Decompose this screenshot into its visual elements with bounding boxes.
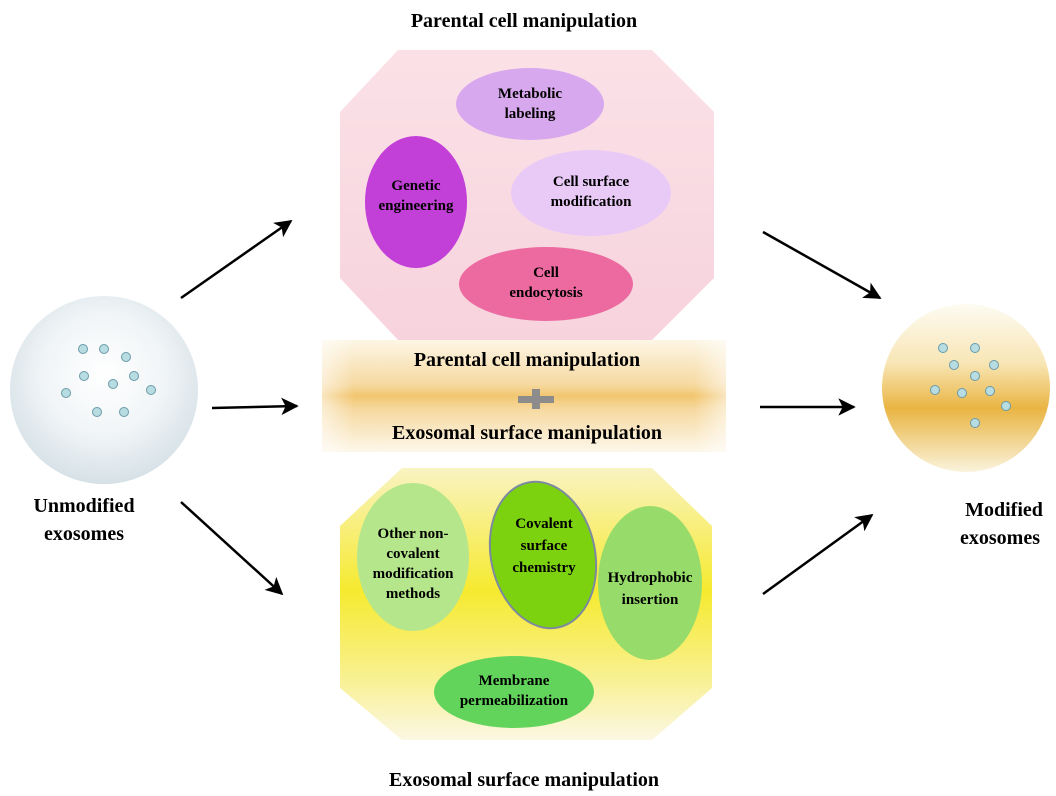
unmodified-vesicle	[92, 407, 102, 417]
modified-vesicles	[930, 343, 1011, 428]
cell-endocytosis-label-1: Cell	[533, 265, 559, 281]
unmodified-exosome-circle	[10, 296, 198, 484]
unmodified-vesicle	[99, 344, 109, 354]
modified-vesicle	[970, 343, 980, 353]
modified-exosome-circle	[882, 304, 1050, 472]
modified-label-1: Modified	[965, 499, 1043, 521]
arrow-to-surface	[180, 501, 284, 596]
unmodified-label-2: exosomes	[44, 523, 124, 545]
top-title: Parental cell manipulation	[411, 10, 637, 32]
metabolic-labeling-ellipse	[456, 68, 604, 140]
membrane-permeabilization-ellipse	[434, 656, 594, 728]
noncovalent-label-4: methods	[386, 586, 440, 602]
genetic-engineering-label-1: Genetic	[391, 178, 440, 194]
metabolic-labeling-label-2: labeling	[505, 106, 556, 122]
cell-surface-modification-label-1: Cell surface	[553, 174, 630, 190]
modified-vesicle	[985, 386, 995, 396]
genetic-engineering-ellipse	[365, 136, 467, 268]
unmodified-vesicle	[119, 407, 129, 417]
modified-label-2: exosomes	[960, 527, 1040, 549]
unmodified-vesicle	[108, 379, 118, 389]
arrow-parental-to-modified	[762, 230, 882, 300]
band-parental-label: Parental cell manipulation	[414, 349, 640, 371]
modified-vesicle	[938, 343, 948, 353]
unmodified-vesicle	[146, 385, 156, 395]
covalent-chemistry-ellipse	[488, 480, 598, 630]
noncovalent-methods-ellipse	[357, 483, 469, 631]
arrow-to-combined	[211, 397, 299, 416]
hydrophobic-label-1: Hydrophobic	[608, 570, 693, 586]
cell-endocytosis-label-2: endocytosis	[509, 285, 583, 301]
unmodified-vesicle	[78, 344, 88, 354]
noncovalent-label-3: modification	[373, 566, 454, 582]
cell-surface-modification-label-2: modification	[551, 194, 632, 210]
cell-surface-modification-ellipse	[511, 150, 671, 236]
membrane-label-2: permeabilization	[460, 693, 569, 709]
modified-vesicle	[1001, 401, 1011, 411]
modified-vesicle	[957, 388, 967, 398]
covalent-label-3: chemistry	[512, 560, 576, 576]
modified-vesicle	[970, 418, 980, 428]
covalent-label-1: Covalent	[515, 516, 573, 532]
modified-vesicle	[970, 371, 980, 381]
genetic-engineering-label-2: engineering	[379, 198, 454, 214]
hydrophobic-insertion-ellipse	[598, 506, 702, 660]
hydrophobic-label-2: insertion	[622, 592, 679, 608]
unmodified-vesicle	[129, 371, 139, 381]
cell-endocytosis-ellipse	[459, 247, 633, 321]
unmodified-vesicle	[61, 388, 71, 398]
covalent-label-2: surface	[521, 538, 568, 554]
noncovalent-label-1: Other non-	[378, 526, 449, 542]
unmodified-label-1: Unmodified	[33, 495, 134, 517]
band-surface-label: Exosomal surface manipulation	[392, 422, 662, 444]
modified-vesicle	[949, 360, 959, 370]
noncovalent-label-2: covalent	[386, 546, 439, 562]
arrow-surface-to-modified	[762, 513, 874, 596]
modified-vesicle	[930, 385, 940, 395]
unmodified-vesicle	[79, 371, 89, 381]
plus-sign-vertical	[532, 389, 540, 409]
unmodified-vesicles	[61, 344, 156, 417]
modified-vesicle	[989, 360, 999, 370]
unmodified-vesicle	[121, 352, 131, 362]
membrane-label-1: Membrane	[479, 673, 550, 689]
metabolic-labeling-label-1: Metabolic	[498, 86, 562, 102]
arrow-to-parental	[180, 219, 293, 300]
bottom-title: Exosomal surface manipulation	[389, 769, 659, 791]
